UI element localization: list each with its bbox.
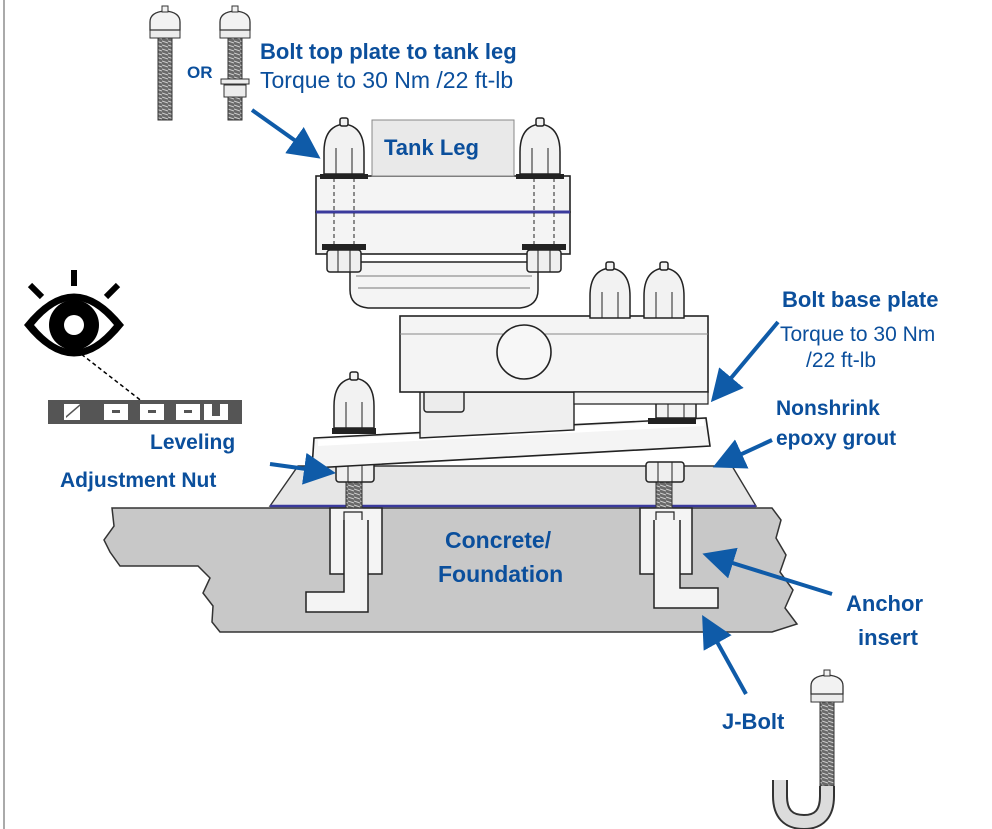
bolt-base-torque-line2: /22 ft-lb <box>806 349 877 372</box>
cap-nut-base-left <box>333 371 375 429</box>
hex-nut-top-right <box>526 249 562 273</box>
concrete-foundation <box>103 507 799 633</box>
bolt-base-title: Bolt base plate <box>782 287 939 312</box>
eye-sightline <box>75 349 149 407</box>
jbolt-label: J-Bolt <box>722 709 785 734</box>
bolt-top-title: Bolt top plate to tank leg <box>260 39 517 64</box>
bolt-icon <box>219 5 251 121</box>
concrete-label-line1: Concrete/ <box>445 527 552 553</box>
arrow-anchor <box>702 547 833 596</box>
tank-leg <box>371 119 515 177</box>
concrete-label-line2: Foundation <box>438 561 564 587</box>
arrow-grout <box>712 438 773 469</box>
load-cell <box>399 315 709 439</box>
leveling-label-line2: Adjustment Nut <box>60 469 217 492</box>
nonshrink-label-line1: Nonshrink <box>776 397 880 420</box>
arrow-top-bolt <box>250 108 321 159</box>
arrow-jbolt <box>702 615 748 695</box>
bolt-top-torque: Torque to 30 Nm /22 ft-lb <box>260 67 514 93</box>
tank-leg-label: Tank Leg <box>384 135 479 160</box>
cap-nut-top-left <box>323 117 365 175</box>
arrow-base-plate <box>710 320 780 403</box>
level-gauge-icon <box>48 400 242 424</box>
arrow-leveling-nut <box>269 452 336 485</box>
or-label: OR <box>187 63 213 82</box>
cap-nut-cell-right <box>643 261 685 319</box>
bolt-base-torque-line1: Torque to 30 Nm <box>780 323 936 346</box>
eye-icon <box>24 270 124 357</box>
anchor-label-line2: insert <box>858 625 918 650</box>
leveling-label-line1: Leveling <box>150 431 236 454</box>
j-bolt-icon <box>772 669 844 829</box>
anchor-insert-left <box>305 507 383 613</box>
cap-nut-top-right <box>519 117 561 175</box>
anchor-label-line1: Anchor <box>846 591 923 616</box>
hex-nut-top-left <box>326 249 362 273</box>
bolt-icon <box>149 5 181 121</box>
nonshrink-label-line2: epoxy grout <box>776 427 897 450</box>
cap-nut-cell-left <box>589 261 631 319</box>
leveling-nut-right <box>645 461 685 483</box>
top-plate-assembly <box>315 175 571 309</box>
